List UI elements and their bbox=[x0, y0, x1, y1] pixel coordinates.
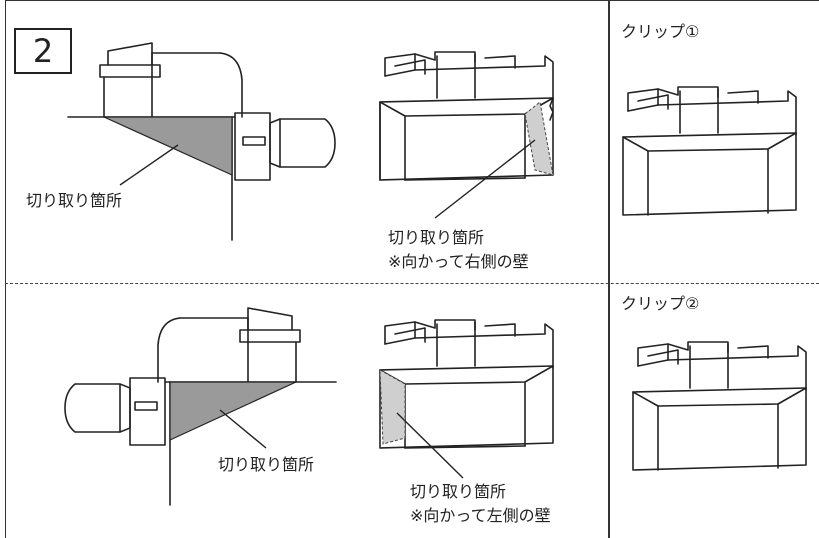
left-wall-note: ※向かって左側の壁 bbox=[410, 506, 551, 525]
cut-leader-line bbox=[119, 144, 179, 186]
top-middle-cut-label: 切り取り箇所 bbox=[388, 228, 485, 247]
row-divider-dashed bbox=[5, 283, 819, 284]
clip1-illustration bbox=[622, 86, 797, 216]
column-divider bbox=[608, 0, 610, 538]
clip2-illustration bbox=[632, 341, 807, 471]
cut-area-shading bbox=[103, 116, 233, 176]
top-left-cut-label: 切り取り箇所 bbox=[26, 191, 123, 210]
step-number-box: 2 bbox=[14, 28, 72, 74]
clip1-label: クリップ① bbox=[621, 22, 700, 41]
bottom-middle-perspective-view bbox=[379, 319, 554, 479]
bottom-middle-cut-label: 切り取り箇所 bbox=[410, 482, 507, 501]
step-number: 2 bbox=[32, 32, 54, 70]
outer-frame bbox=[5, 0, 819, 538]
top-middle-perspective-view bbox=[379, 51, 554, 219]
clip-body-right-cut bbox=[379, 51, 554, 181]
top-left-side-view bbox=[67, 42, 336, 241]
right-cut-leader-line bbox=[434, 139, 536, 219]
left-cut-leader-line bbox=[396, 412, 464, 479]
bottom-left-side-view bbox=[64, 307, 337, 506]
right-wall-note: ※向かって右側の壁 bbox=[388, 252, 529, 271]
clip2-label: クリップ② bbox=[621, 294, 700, 313]
cut-leader-line-mirrored bbox=[219, 409, 267, 449]
bottom-left-cut-label: 切り取り箇所 bbox=[218, 455, 315, 474]
cut-area-shading-mirrored bbox=[169, 381, 297, 441]
clip-body-left-cut bbox=[379, 319, 554, 449]
